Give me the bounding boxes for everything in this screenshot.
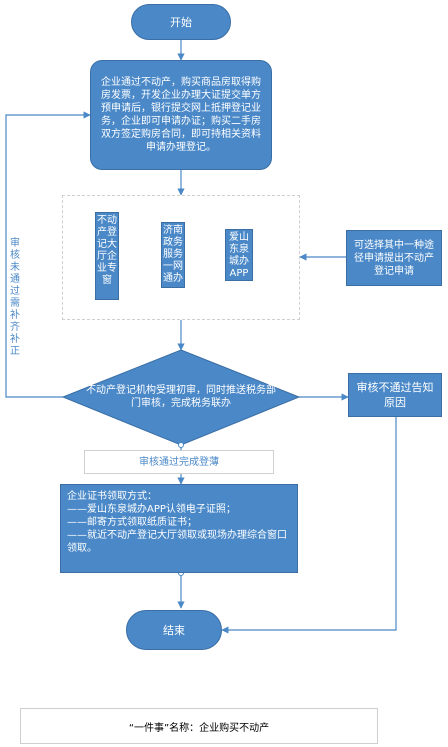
channel-label: 不动产登记大厅企业专窗 [97, 215, 117, 286]
channel-hall-window: 不动产登记大厅企业专窗 [95, 212, 119, 300]
channel-label: 爱山东泉城办APP [229, 232, 249, 279]
end-label: 结束 [163, 624, 185, 637]
side-note-resubmit: 审核未通过需补齐补正 [10, 238, 20, 357]
decision-text: 不动产登记机构受理初审，同时推送税务部门审核，完成税务联办 [86, 385, 276, 409]
start-label: 开始 [170, 16, 192, 29]
step-submit-application: 企业通过不动产，购买商品房取得购房发票，开发企业办理大证提交单方预申请后，银行提… [90, 60, 272, 170]
channel-label: 济南政务服务一网通办 [163, 225, 183, 284]
caption-text: “一件事”名称：企业购买不动产 [128, 722, 270, 734]
cert-methods-box: 企业证书领取方式： ——爱山东泉城办APP认领电子证照； ——邮寄方式领取纸质证… [60, 484, 298, 573]
decision-text-wrap: 不动产登记机构受理初审，同时推送税务部门审核，完成税务联办 [86, 372, 276, 422]
channel-note: 可选择其中一种途径申请提出不动产登记申请 [354, 239, 434, 277]
pass-label: 审核通过完成登薄 [139, 457, 219, 468]
channel-app: 爱山东泉城办APP [225, 229, 253, 281]
caption-box: “一件事”名称：企业购买不动产 [20, 708, 378, 744]
cert-title: 企业证书领取方式： [67, 491, 157, 502]
pass-label-box: 审核通过完成登薄 [84, 450, 274, 474]
start-terminal: 开始 [131, 4, 231, 40]
channel-jinan-online: 济南政务服务一网通办 [161, 222, 185, 288]
cert-line: ——邮寄方式领取纸质证书； [67, 517, 197, 528]
cert-line: ——爱山东泉城办APP认领电子证照； [67, 504, 236, 515]
cert-line: ——就近不动产登记大厅领取或现场办理综合窗口领取。 [67, 530, 287, 554]
end-terminal: 结束 [126, 610, 222, 650]
fail-text: 审核不通过告知原因 [356, 381, 434, 409]
channel-note-box: 可选择其中一种途径申请提出不动产登记申请 [346, 230, 442, 286]
step1-text: 企业通过不动产，购买商品房取得购房发票，开发企业办理大证提交单方预申请后，银行提… [101, 77, 261, 153]
fail-notice-box: 审核不通过告知原因 [348, 373, 442, 417]
